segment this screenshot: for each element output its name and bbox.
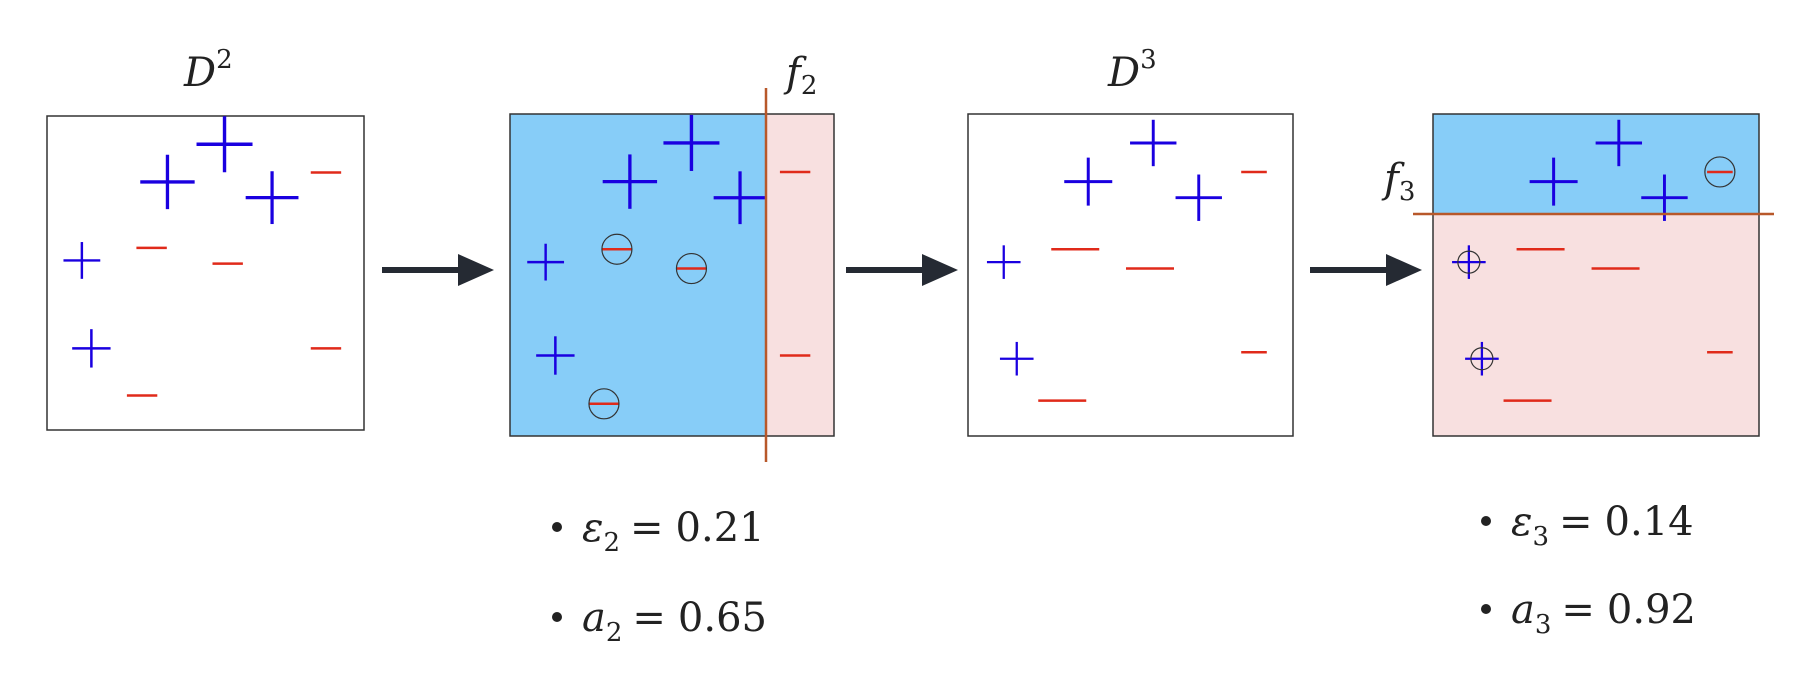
- panel-f3-frame: [1432, 113, 1760, 437]
- negative-region: [1433, 213, 1759, 436]
- panel-d3-label: D3: [1107, 45, 1157, 96]
- panel-d3-points: [986, 119, 1267, 402]
- panel-f3: f3: [1381, 113, 1774, 437]
- panel-d3-frame: [967, 113, 1294, 437]
- bullet-dot: [1481, 604, 1491, 614]
- panel-f2: f2: [509, 50, 835, 462]
- epsilon-2-stat: ε2=0.21: [582, 505, 765, 558]
- arrow-2: [846, 254, 958, 286]
- negative-region: [765, 114, 834, 436]
- plus-point: [1529, 157, 1578, 206]
- plus-point: [72, 329, 111, 368]
- plus-point: [999, 341, 1034, 376]
- plus-point: [713, 171, 767, 225]
- arrow-1: [382, 254, 494, 286]
- misclassified-marker: [588, 388, 620, 420]
- bullet-dot: [1481, 516, 1491, 526]
- plus-point: [602, 154, 658, 209]
- minus-point: [601, 233, 633, 265]
- plus-point: [1595, 119, 1643, 167]
- panel-f3-label: f3: [1381, 156, 1415, 207]
- plus-point: [1130, 119, 1177, 167]
- plus-point: [63, 242, 101, 279]
- plus-point: [140, 154, 195, 210]
- panel-d2-label: D2: [183, 45, 233, 96]
- plus-point: [245, 171, 299, 225]
- panel-f3-stats: ε3=0.14 a3=0.92: [1481, 499, 1696, 640]
- misclassified-marker: [1470, 347, 1494, 371]
- plus-point: [1452, 245, 1486, 279]
- positive-region: [1433, 114, 1759, 214]
- bullet-dot: [552, 612, 562, 622]
- minus-point: [588, 388, 620, 420]
- panel-d2: D2: [46, 45, 365, 431]
- alpha-2-stat: a2=0.65: [582, 595, 767, 648]
- panel-f3-points: [1452, 119, 1736, 402]
- minus-point: [1704, 156, 1736, 188]
- panel-f3-regions: [1433, 114, 1759, 436]
- plus-point: [536, 336, 575, 375]
- panel-f2-points: [527, 114, 811, 420]
- panel-f2-frame: [509, 113, 835, 437]
- arrow-3: [1310, 254, 1422, 286]
- alpha-3-stat: a3=0.92: [1511, 587, 1696, 640]
- misclassified-marker: [601, 233, 633, 265]
- plus-point: [527, 243, 565, 281]
- panel-d2-frame: [46, 115, 365, 431]
- panel-d3: D3: [967, 45, 1294, 437]
- panel-f2-label: f2: [783, 50, 817, 101]
- plus-point: [663, 114, 720, 171]
- panel-f2-stats: ε2=0.21 a2=0.65: [552, 505, 767, 648]
- misclassified-marker: [1704, 156, 1736, 188]
- plus-point: [1465, 341, 1499, 376]
- panel-f2-regions: [510, 114, 834, 436]
- panel-d2-points: [63, 116, 342, 397]
- misclassified-marker: [1457, 250, 1481, 274]
- positive-region: [510, 114, 766, 436]
- misclassified-marker: [675, 252, 708, 285]
- bullet-dot: [552, 522, 562, 532]
- plus-point: [196, 116, 253, 173]
- minus-point: [675, 252, 708, 285]
- plus-point: [986, 245, 1021, 279]
- epsilon-3-stat: ε3=0.14: [1511, 499, 1694, 552]
- plus-point: [1064, 157, 1113, 206]
- plus-point: [1175, 174, 1222, 221]
